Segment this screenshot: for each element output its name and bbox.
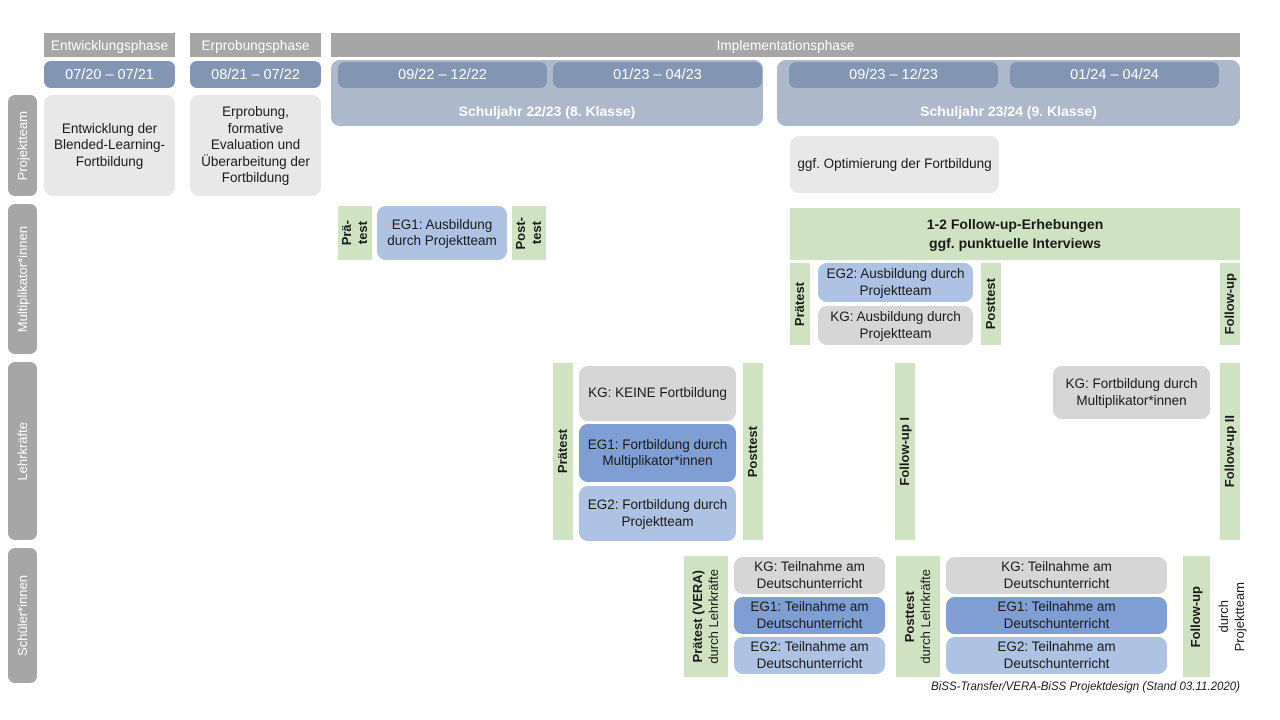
posttest-sub: durch Lehrkräfte [917, 569, 933, 664]
box-eg1-ausbildung-projektteam: EG1: Ausbildung durch Projektteam [377, 206, 507, 260]
row-label-projektteam: Projektteam [8, 95, 37, 196]
praetest-vera-main: Prätest (VERA) [689, 570, 705, 663]
box-eg1-teilnahme-deutschunterricht-2: EG1: Teilnahme am Deutschunterricht [946, 597, 1167, 634]
period-pill-0923-1223: 09/23 – 12/23 [789, 62, 998, 88]
test-column-praetest-vera-schuelerinnen: Prätest (VERA) durch Lehrkräfte [684, 556, 728, 677]
posttest-main: Posttest [901, 590, 917, 643]
period-pill-0720-0721: 07/20 – 07/21 [44, 61, 175, 88]
phase-label: Entwicklungsphase [50, 37, 169, 53]
test-column-praetest-multiplikatoren-1: Prä- test [338, 206, 372, 260]
box-eg2-teilnahme-deutschunterricht-1: EG2: Teilnahme am Deutschunterricht [734, 637, 885, 674]
test-column-followup-schuelerinnen: Follow-up [1183, 556, 1210, 677]
followup-sub-projektteam: Projektteam [1231, 581, 1247, 652]
test-column-posttest-schuelerinnen: Posttest durch Lehrkräfte [896, 556, 940, 677]
phase-label: Erprobungsphase [201, 37, 310, 53]
phase-header-implementationsphase: Implementationsphase [331, 33, 1240, 57]
box-ggf-optimierung: ggf. Optimierung der Fortbildung [790, 136, 999, 193]
footer-source-note: BiSS-Transfer/VERA-BiSS Projektdesign (S… [931, 681, 1240, 693]
banner-line-2: ggf. punktuelle Interviews [929, 235, 1101, 251]
period-pill-0124-0424: 01/24 – 04/24 [1010, 62, 1219, 88]
banner-followup-erhebungen: 1-2 Follow-up-Erhebungen ggf. punktuelle… [790, 208, 1240, 260]
row-label-schuelerinnen: Schüler*innen [8, 548, 37, 683]
box-eg2-fortbildung-projektteam: EG2: Fortbildung durch Projektteam [579, 486, 736, 541]
test-column-posttest-multiplikatoren-2: Posttest [981, 263, 1001, 345]
test-column-followup-1-lehrkraefte: Follow-up I [895, 363, 915, 540]
period-label: 01/24 – 04/24 [1070, 67, 1159, 83]
box-eg1-fortbildung-multiplikatorinnen: EG1: Fortbildung durch Multiplikator*inn… [579, 424, 736, 482]
period-label: 09/23 – 12/23 [849, 67, 938, 83]
school-year-label: Schuljahr 22/23 (8. Klasse) [458, 103, 636, 119]
box-kg-ausbildung-projektteam: KG: Ausbildung durch Projektteam [818, 306, 973, 345]
period-pill-0123-0423: 01/23 – 04/23 [553, 62, 762, 88]
row-label-multiplikatorinnen: Multiplikator*innen [8, 204, 37, 354]
period-label: 08/21 – 07/22 [211, 66, 300, 83]
box-kg-keine-fortbildung: KG: KEINE Fortbildung [579, 366, 736, 421]
school-year-label: Schuljahr 23/24 (9. Klasse) [920, 103, 1097, 119]
row-label-lehrkraefte: Lehrkräfte [8, 362, 37, 540]
box-entwicklung-blended-learning: Entwicklung der Blended-Learning-Fortbil… [44, 95, 175, 196]
test-column-praetest-lehrkraefte: Prätest [553, 363, 573, 540]
period-pill-0922-1222: 09/22 – 12/22 [338, 62, 547, 88]
period-label: 09/22 – 12/22 [398, 67, 487, 83]
test-column-followup-multiplikatoren: Follow-up [1220, 263, 1240, 345]
test-column-posttest-lehrkraefte: Posttest [743, 363, 763, 540]
phase-header-erprobungsphase: Erprobungsphase [190, 33, 321, 57]
posttest-line1: Post- [512, 216, 528, 250]
box-eg2-teilnahme-deutschunterricht-2: EG2: Teilnahme am Deutschunterricht [946, 637, 1167, 674]
box-erprobung-evaluation: Erprobung, formative Evaluation und Über… [190, 95, 321, 196]
test-column-posttest-multiplikatoren-1: Post- test [512, 206, 546, 260]
followup-schuelerinnen-sublabel: durch Projektteam [1210, 556, 1254, 677]
praetest-vera-sub: durch Lehrkräfte [705, 569, 721, 664]
phase-label: Implementationsphase [716, 37, 855, 53]
period-label: 07/20 – 07/21 [65, 66, 154, 83]
test-column-followup-2-lehrkraefte: Follow-up II [1220, 363, 1240, 540]
box-kg-teilnahme-deutschunterricht-1: KG: Teilnahme am Deutschunterricht [734, 557, 885, 594]
test-column-praetest-multiplikatoren-2: Prätest [790, 263, 810, 345]
box-eg2-ausbildung-projektteam: EG2: Ausbildung durch Projektteam [818, 263, 973, 302]
followup-sub-durch: durch [1216, 600, 1232, 633]
banner-line-1: 1-2 Follow-up-Erhebungen [926, 216, 1104, 233]
praetest-line1: Prä- [338, 220, 354, 246]
phase-header-entwicklungsphase: Entwicklungsphase [44, 33, 175, 57]
period-label: 01/23 – 04/23 [613, 67, 702, 83]
praetest-line2: test [354, 221, 370, 245]
period-pill-0821-0722: 08/21 – 07/22 [190, 61, 321, 88]
posttest-line2: test [528, 221, 544, 245]
box-kg-teilnahme-deutschunterricht-2: KG: Teilnahme am Deutschunterricht [946, 557, 1167, 594]
box-kg-fortbildung-multiplikatorinnen: KG: Fortbildung durch Multiplikator*inne… [1053, 366, 1210, 419]
box-eg1-teilnahme-deutschunterricht-1: EG1: Teilnahme am Deutschunterricht [734, 597, 885, 634]
